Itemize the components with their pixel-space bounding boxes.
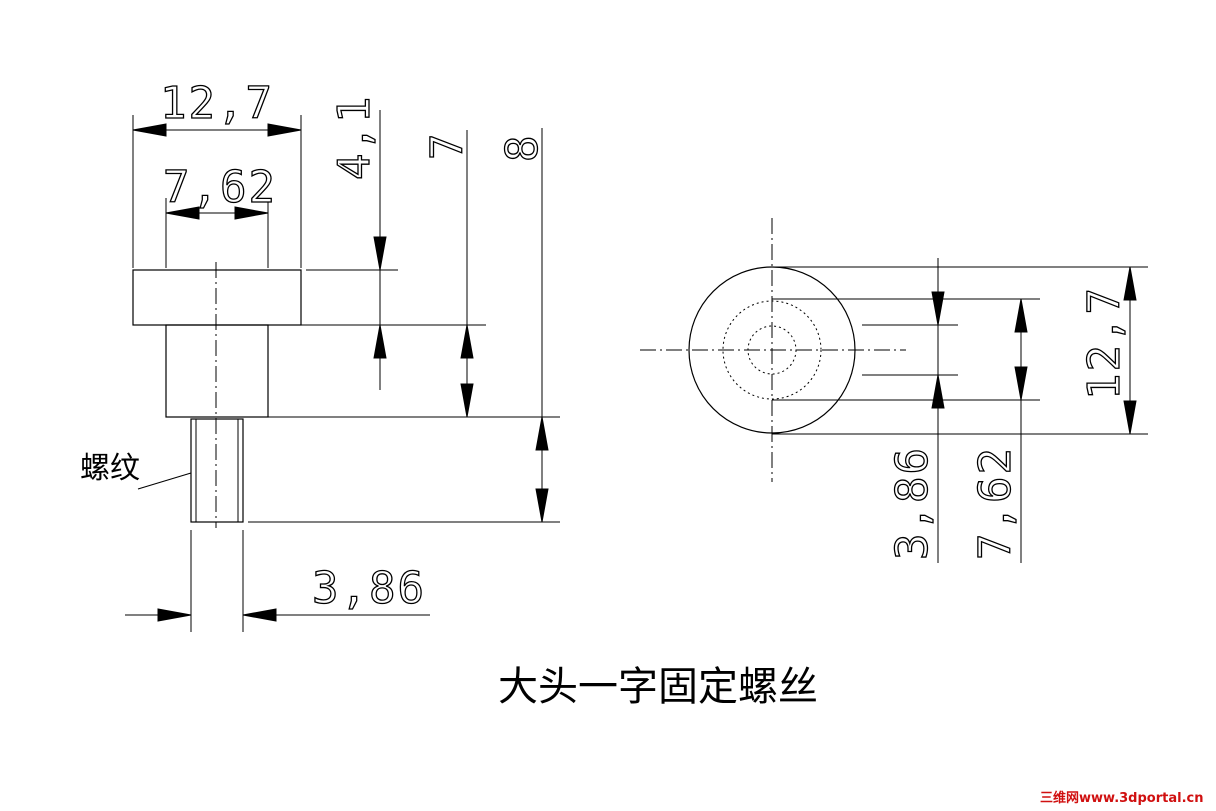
screw-body: [165, 324, 269, 418]
dim-head-inner: 7,62: [162, 161, 277, 268]
dim-thread-diameter-text: 3,86: [312, 563, 426, 614]
dim-thread-length: 8: [248, 128, 560, 523]
dim-head-height: 4,1: [306, 94, 398, 390]
dim-top-inner-small: 3,86: [862, 258, 958, 563]
dim-top-outer: 12,7: [772, 266, 1148, 435]
dim-body-height-text: 7: [422, 132, 473, 161]
screw-thread: [190, 418, 244, 523]
dim-body-height: 7: [268, 130, 560, 418]
dim-thread-diameter: 3,86: [125, 530, 430, 632]
dim-thread-length-text: 8: [497, 134, 548, 163]
screw-head: [132, 269, 302, 326]
dim-top-outer-text: 12,7: [1079, 286, 1130, 400]
thread-leader: 螺纹: [80, 451, 192, 490]
watermark: 三维网www.3dportal.cn: [1040, 790, 1203, 806]
dim-top-inner-large-text: 7,62: [970, 446, 1021, 560]
dim-top-inner-large: 7,62: [772, 298, 1040, 563]
dim-head-height-text: 4,1: [329, 95, 380, 180]
dim-head-inner-text: 7,62: [163, 162, 277, 213]
dim-top-inner-small-text: 3,86: [887, 446, 938, 560]
top-view: 3,86 7,62 12,7: [640, 218, 1148, 563]
dim-head-diameter-text: 12,7: [160, 78, 274, 129]
thread-label: 螺纹: [80, 451, 140, 486]
drawing-title: 大头一字固定螺丝: [498, 664, 818, 710]
dim-head-diameter: 12,7: [132, 77, 302, 268]
side-view: 12,7 7,62 4,1 7: [80, 77, 560, 632]
